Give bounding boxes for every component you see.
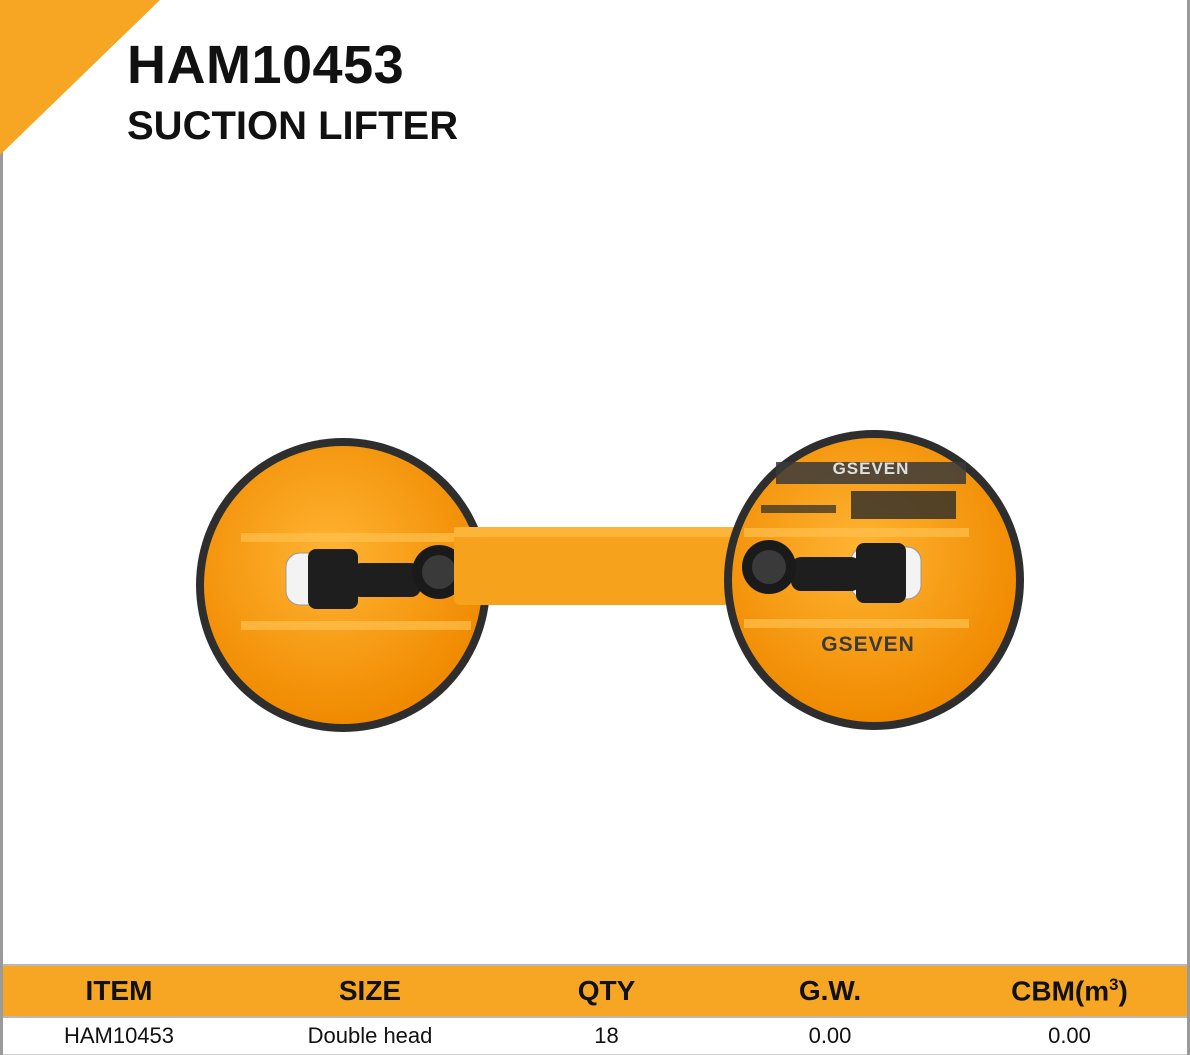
- left-suction-cup: [196, 438, 490, 732]
- header-qty: QTY: [505, 964, 708, 1018]
- right-suction-cup: [724, 430, 1024, 730]
- product-code-title: HAM10453: [127, 35, 405, 95]
- table-row: HAM10453 Double head 18 0.00 0.00: [3, 1017, 1187, 1055]
- header-cbm-text: CBM(m: [1011, 975, 1110, 1007]
- cell-cbm: 0.00: [952, 1017, 1187, 1055]
- handle-bar: [454, 527, 744, 605]
- suction-lifter-image: GSEVEN GSEVEN: [196, 430, 1024, 732]
- corner-accent-triangle: [0, 0, 160, 155]
- header-size: SIZE: [235, 964, 505, 1018]
- cell-qty: 18: [505, 1017, 708, 1055]
- header-cbm-sup: 3: [1109, 974, 1119, 994]
- brand-label-top: GSEVEN: [833, 459, 910, 478]
- header-cbm-close: ): [1118, 975, 1128, 1007]
- cell-item: HAM10453: [3, 1017, 235, 1055]
- cell-gw: 0.00: [708, 1017, 952, 1055]
- table-header-row: ITEM SIZE QTY G.W. CBM(m3): [3, 964, 1187, 1018]
- cell-size: Double head: [235, 1017, 505, 1055]
- header-cbm: CBM(m3): [952, 964, 1187, 1018]
- header-item: ITEM: [3, 964, 235, 1018]
- spec-table: ITEM SIZE QTY G.W. CBM(m3) HAM10453 Doub…: [3, 964, 1187, 1055]
- brand-label: GSEVEN: [821, 633, 915, 656]
- header-gw: G.W.: [708, 964, 952, 1018]
- product-name-subtitle: SUCTION LIFTER: [127, 104, 459, 148]
